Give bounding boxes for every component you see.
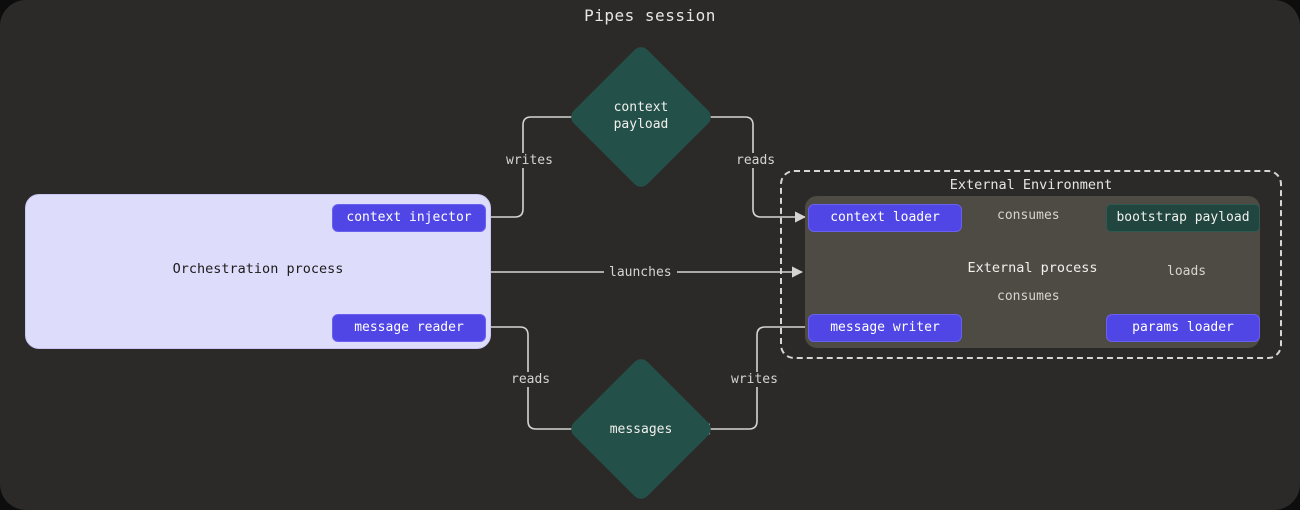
node-context-injector[interactable]: context injector [332,204,486,232]
orchestration-process-label: Orchestration process [172,261,344,277]
store-context-payload-line2: payload [613,117,669,132]
edge-label-consumes-top: consumes [992,208,1065,223]
external-process-label: External process [967,260,1098,276]
edge-label-reads-bottom: reads [506,372,556,387]
node-message-reader[interactable]: message reader [332,314,486,342]
edge-label-consumes-mid: consumes [992,289,1065,304]
store-messages-line1: messages [609,422,673,437]
edge-label-writes-top: writes [501,153,558,168]
store-messages-label: messages [556,421,726,438]
edge-label-loads: loads [1162,264,1212,279]
store-context-payload-line1: context [613,100,669,115]
edge-label-launches: launches [604,265,677,280]
node-context-loader[interactable]: context loader [808,204,962,232]
edge-label-reads-top: reads [731,153,781,168]
node-params-loader[interactable]: params loader [1106,314,1260,342]
node-bootstrap-payload[interactable]: bootstrap payload [1106,204,1260,232]
store-context-payload-label: context payload [556,99,726,133]
page-title: Pipes session [584,6,716,25]
node-message-writer[interactable]: message writer [808,314,962,342]
external-environment-box: External Environment [780,170,1282,359]
edge-label-writes-bottom: writes [726,372,783,387]
external-environment-label: External Environment [949,177,1113,193]
